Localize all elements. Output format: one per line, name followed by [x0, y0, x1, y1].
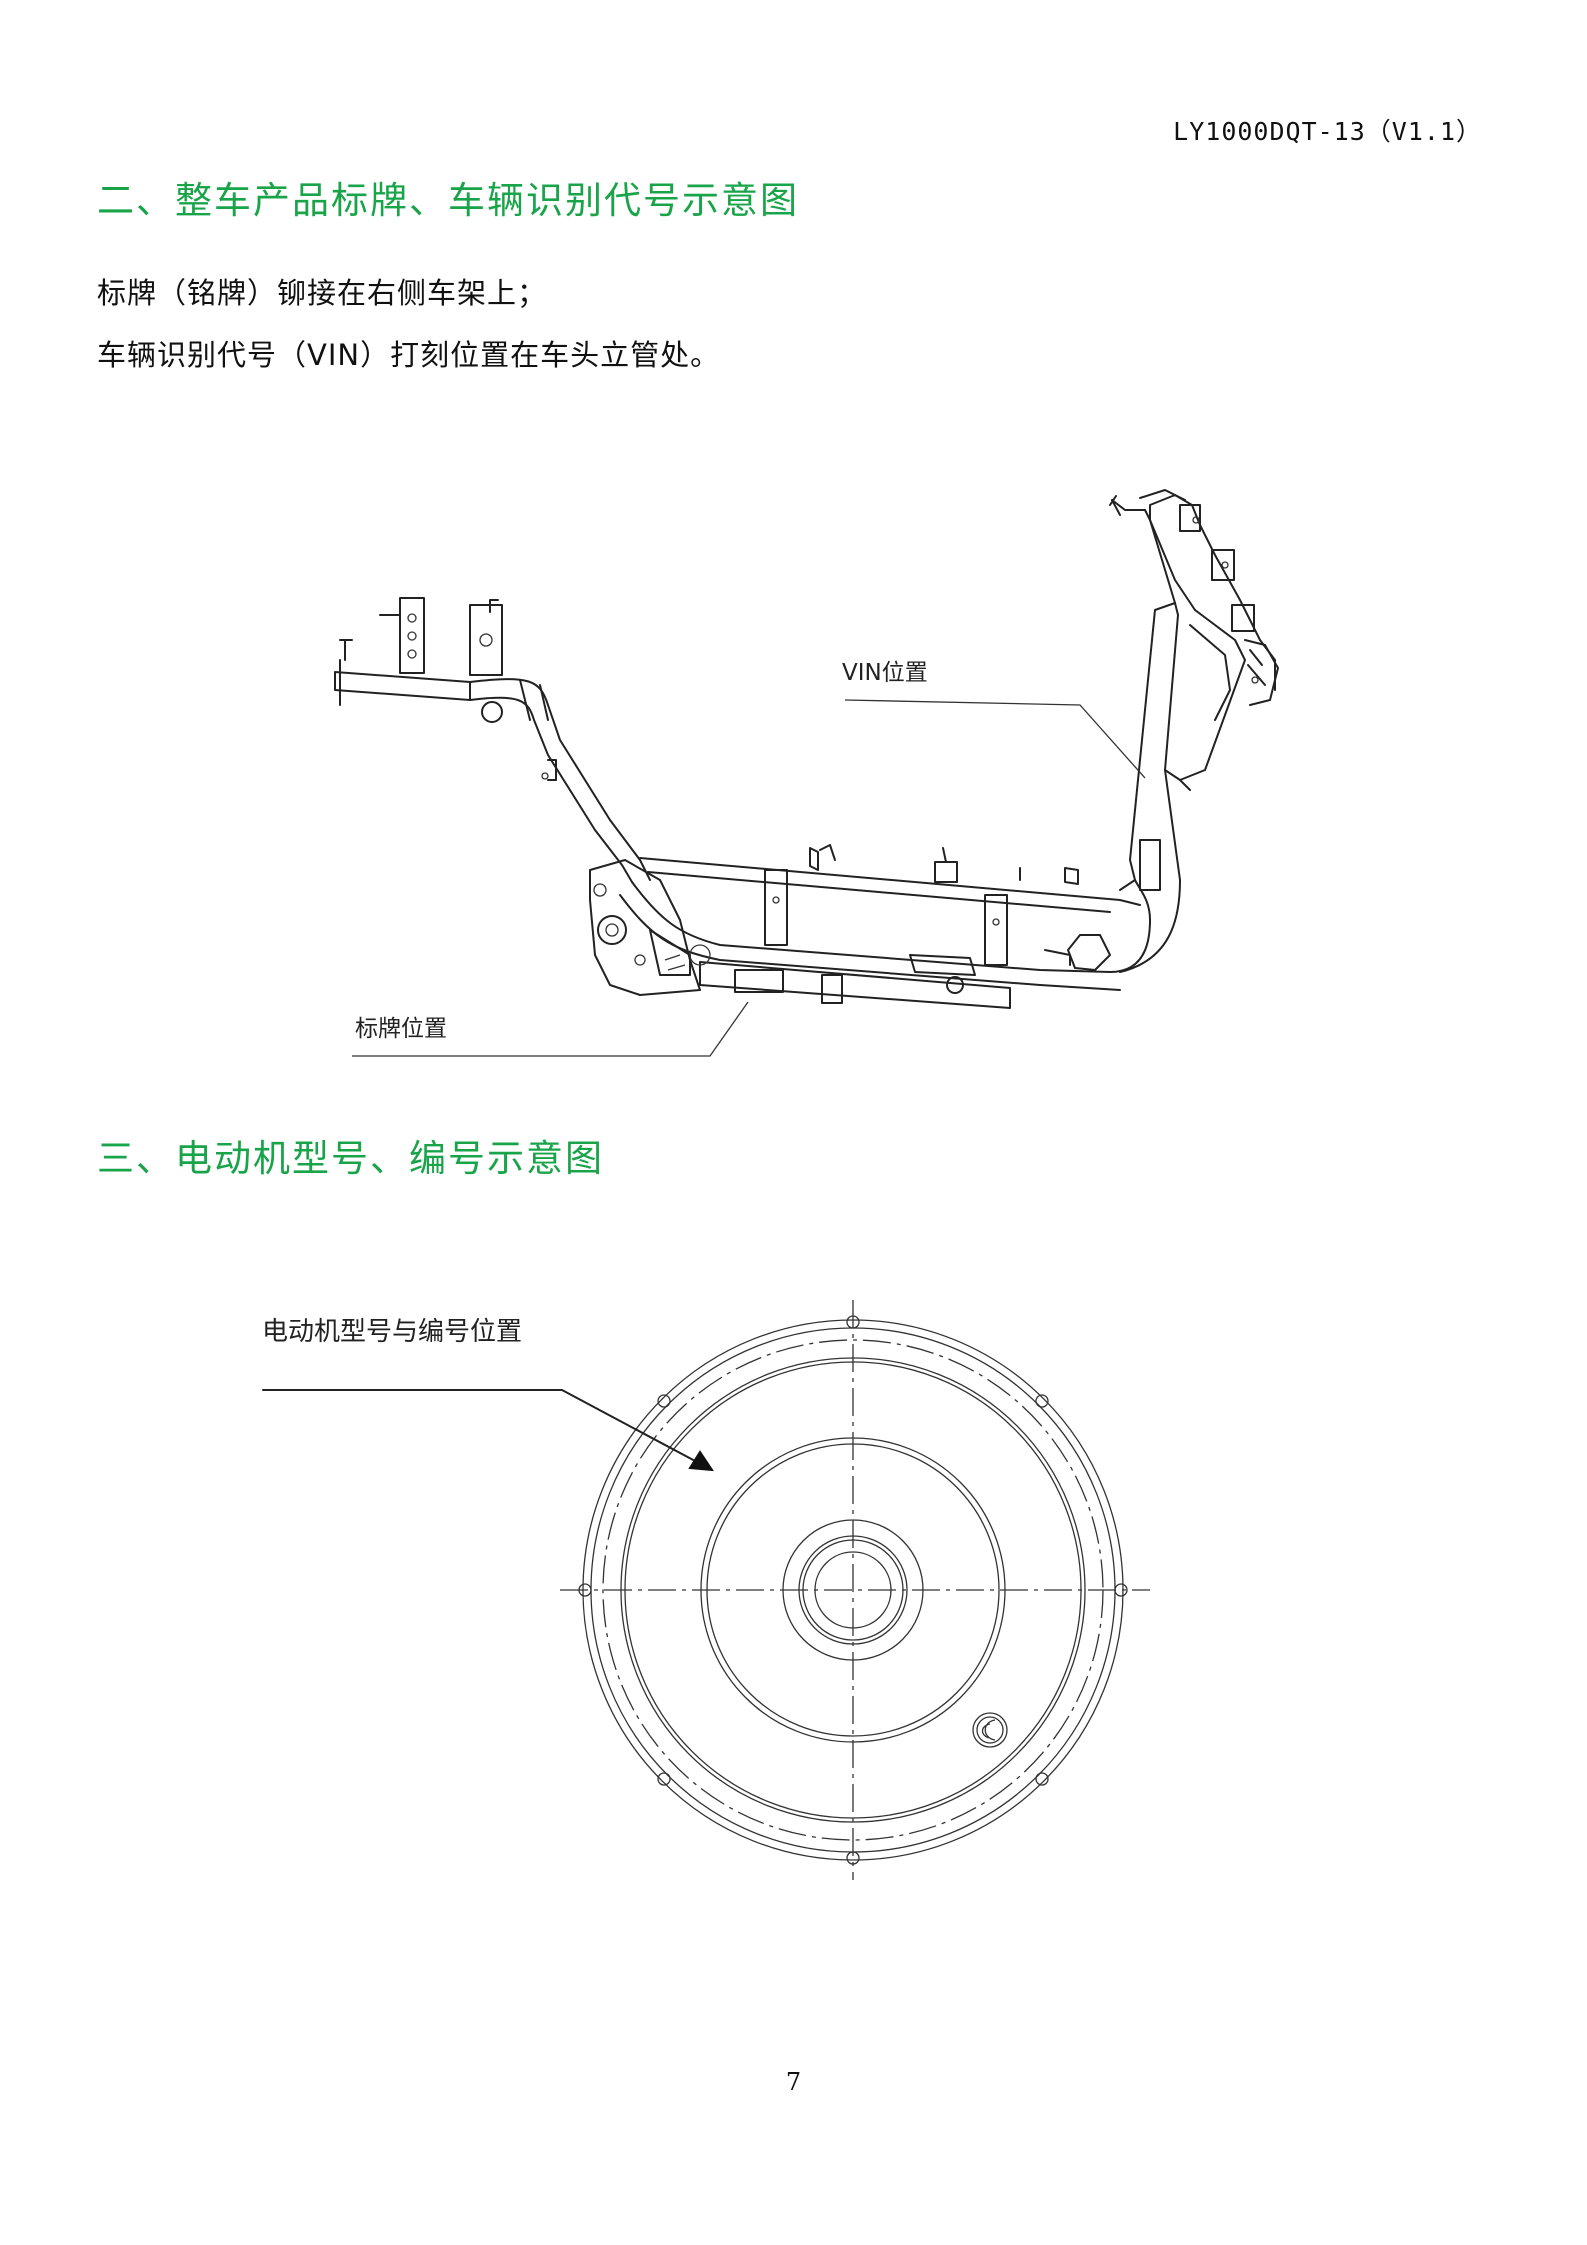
- motor-number-position-label: 电动机型号与编号位置: [262, 1317, 522, 1347]
- motor-outline-diagram: [560, 1300, 1150, 1880]
- vin-position-label: VIN位置: [842, 660, 928, 686]
- document-code: LY1000DQT-13（V1.1）: [1173, 117, 1482, 146]
- motor-callout: 电动机型号与编号位置: [262, 1317, 714, 1472]
- vin-callout: VIN位置: [842, 660, 1146, 779]
- vehicle-frame-drawing: VIN位置 标牌位置: [334, 489, 1279, 1057]
- nameplate-location-text: 标牌（铭牌）铆接在右侧车架上；: [97, 276, 548, 310]
- nameplate-callout: 标牌位置: [352, 1001, 749, 1057]
- rear-bracket-diagram: [589, 859, 711, 996]
- section-title-nameplate-vin: 二、整车产品标牌、车辆识别代号示意图: [97, 179, 799, 222]
- page-number: 7: [785, 2068, 802, 2096]
- vin-location-text: 车辆识别代号（VIN）打刻位置在车头立管处。: [97, 338, 721, 372]
- section-title-motor: 三、电动机型号、编号示意图: [97, 1137, 604, 1180]
- frame-tube-diagram: [469, 678, 1151, 1009]
- head-tube-diagram: [1044, 489, 1279, 973]
- nameplate-position-label: 标牌位置: [355, 1016, 447, 1042]
